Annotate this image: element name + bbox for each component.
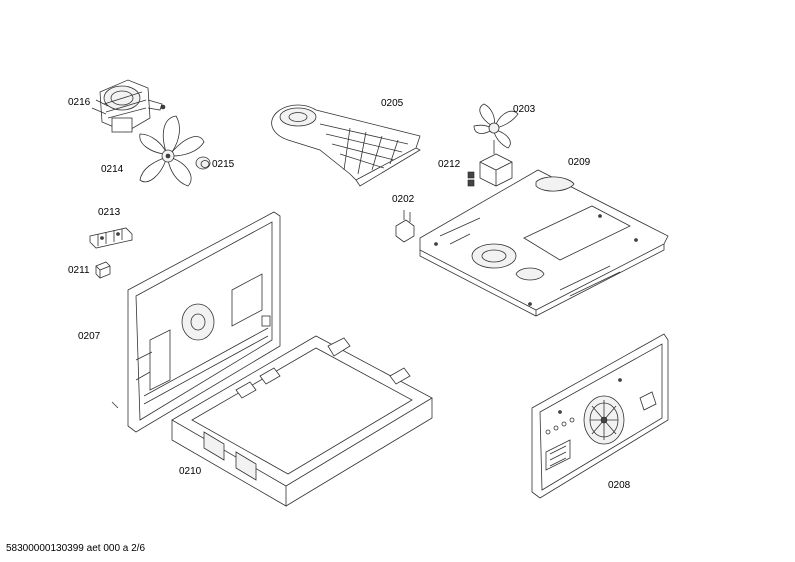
fan-housing-drawing — [271, 104, 421, 187]
document-footer-code: 58300000130399 aet 000 a 2/6 — [6, 543, 146, 554]
part-label-0214: 0214 — [101, 164, 124, 175]
switch-drawing — [395, 210, 415, 243]
small-motor-drawing — [467, 140, 513, 187]
bottom-tray-drawing — [171, 335, 433, 507]
rear-panel-drawing — [111, 211, 281, 433]
nut-drawing — [195, 156, 211, 170]
small-terminal-drawing — [95, 261, 111, 279]
part-label-0207: 0207 — [78, 331, 101, 342]
part-label-0208: 0208 — [608, 480, 631, 491]
top-cover-plate-drawing — [419, 169, 669, 317]
part-label-0202: 0202 — [392, 194, 415, 205]
part-label-0212: 0212 — [438, 159, 461, 170]
part-label-0210: 0210 — [179, 466, 202, 477]
part-label-0211: 0211 — [68, 265, 90, 276]
part-label-0209: 0209 — [568, 157, 591, 168]
part-label-0205: 0205 — [381, 98, 404, 109]
terminal-block-drawing — [89, 227, 133, 249]
fan-motor-drawing — [91, 79, 166, 133]
part-label-0215: 0215 — [212, 159, 235, 170]
fan-blade-drawing — [139, 115, 205, 187]
front-panel-drawing — [531, 333, 669, 499]
small-fan-drawing — [473, 103, 519, 149]
part-label-0203: 0203 — [513, 104, 536, 115]
part-label-0213: 0213 — [98, 207, 121, 218]
part-label-0216: 0216 — [68, 97, 91, 108]
